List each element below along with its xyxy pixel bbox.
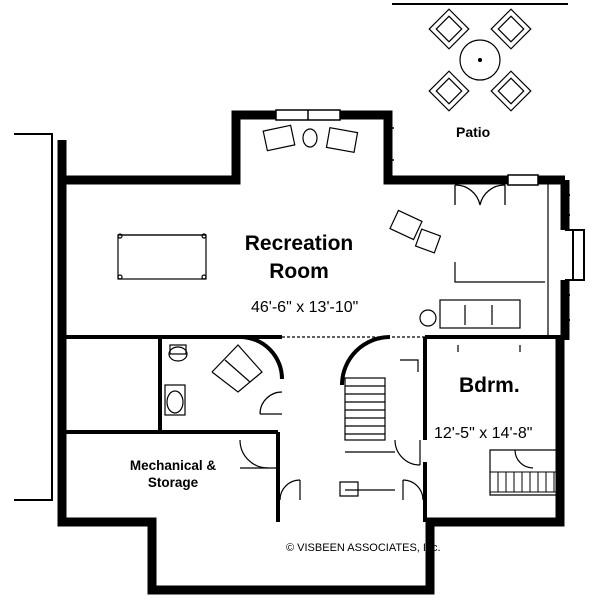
mechanical-storage-label: Mechanical & Storage [110,457,236,491]
foundation-lines [14,3,568,501]
door-swings [239,345,561,501]
exterior-walls [57,110,570,595]
recreation-room-dimensions: 46'-6" x 13'-10" [251,299,359,316]
top-windows [275,109,539,186]
mechanical-name-line1: Mechanical & [129,458,217,473]
thin-walls [96,182,549,491]
bedroom-name: Bdrm. [459,374,520,397]
copyright-text: © VISBEEN ASSOCIATES, Inc. [286,542,441,554]
recreation-room-name-line1: Recreation [244,232,354,255]
stairs [211,344,386,441]
patio-doors [454,184,506,206]
closet-slats [489,471,561,493]
mechanical-name-line2: Storage [147,475,199,490]
bedroom-dimensions: 12'-5" x 14'-8" [434,425,533,442]
recreation-room-label: Recreation Room [236,230,362,286]
bay-window [562,194,585,321]
patio-label: Patio [456,124,491,140]
patio-furniture [428,8,532,112]
recreation-room-name-line2: Room [269,260,329,283]
stair-curves [239,335,391,386]
recreation-furniture [117,124,545,329]
bath-fixtures [164,344,188,416]
